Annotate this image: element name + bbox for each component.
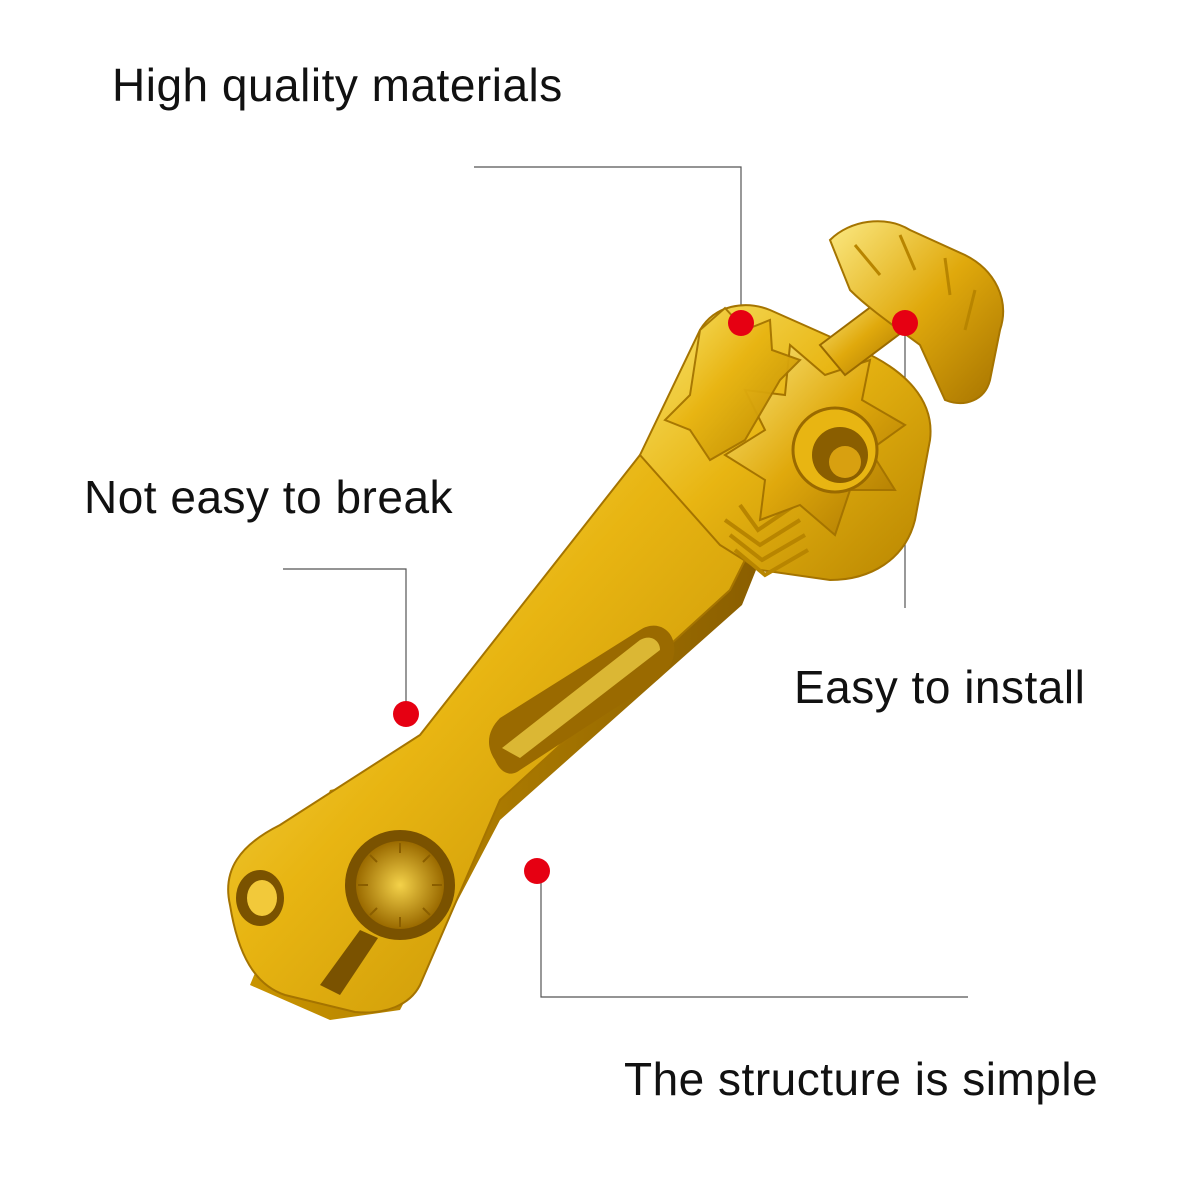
clamp-hole-inner bbox=[356, 841, 444, 929]
gold-lever-adjuster-icon bbox=[227, 220, 1005, 1020]
arm-slot-highlight bbox=[502, 637, 660, 758]
knob-grooves bbox=[853, 234, 977, 331]
caption-easy-to-install: Easy to install bbox=[794, 661, 1086, 713]
screw-hole-inner bbox=[247, 880, 277, 916]
marker-not-easy-break bbox=[393, 701, 419, 727]
spline-teeth bbox=[358, 843, 442, 927]
caption-not-easy-to-break: Not easy to break bbox=[84, 471, 454, 523]
marker-high-quality bbox=[728, 310, 754, 336]
socket-core bbox=[829, 446, 861, 478]
leader-line-not-easy-break bbox=[283, 568, 407, 712]
caption-high-quality-materials: High quality materials bbox=[112, 59, 563, 111]
red-dot-markers bbox=[393, 310, 918, 884]
leader-line-structure-simple bbox=[540, 872, 968, 998]
leader-lines bbox=[283, 166, 968, 998]
caption-structure-is-simple: The structure is simple bbox=[624, 1053, 1099, 1105]
marker-easy-install bbox=[892, 310, 918, 336]
chevron-ridges bbox=[723, 503, 810, 578]
clamp-slit bbox=[320, 930, 378, 995]
leader-line-high-quality bbox=[474, 166, 742, 322]
marker-structure-simple bbox=[524, 858, 550, 884]
lever-arm bbox=[227, 422, 765, 1014]
